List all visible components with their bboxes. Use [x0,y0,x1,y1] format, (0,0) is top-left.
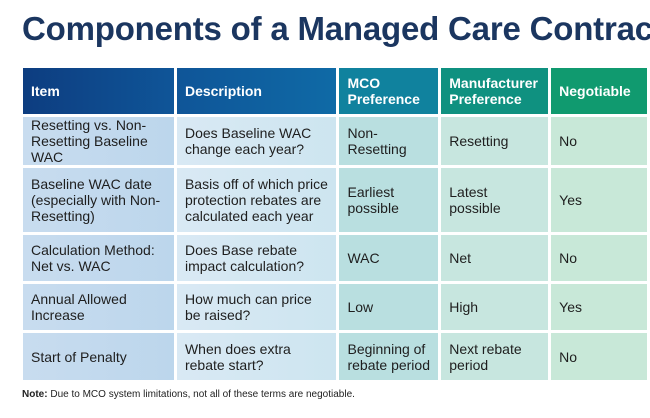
header-item: Item [23,68,174,114]
footnote-text: Due to MCO system limitations, not all o… [47,389,355,400]
cell-mco-preference: Non-Resetting [339,117,439,165]
cell-negotiable: No [551,333,647,380]
cell-mco-preference: Earliest possible [339,168,439,232]
cell-description: Does Base rebate impact calculation? [176,235,337,281]
contract-components-table: Item Description MCO Preference Manufact… [20,65,650,383]
table-row: Baseline WAC date (especially with Non-R… [23,168,647,232]
cell-mco-preference: Low [339,284,439,330]
cell-negotiable: Yes [551,168,647,232]
cell-manufacturer-preference: High [441,284,549,330]
cell-manufacturer-preference: Next rebate period [441,333,549,380]
cell-description: Basis off of which price protection reba… [176,168,337,232]
cell-item: Annual Allowed Increase [23,284,174,330]
table-row: Start of Penalty When does extra rebate … [23,333,647,380]
cell-description: When does extra rebate start? [176,333,337,380]
header-manufacturer-preference: Manufacturer Preference [441,68,549,114]
cell-description: How much can price be raised? [176,284,337,330]
cell-item: Calculation Method: Net vs. WAC [23,235,174,281]
header-mco-preference: MCO Preference [339,68,439,114]
cell-negotiable: No [551,235,647,281]
cell-item: Baseline WAC date (especially with Non-R… [23,168,174,232]
cell-item: Resetting vs. Non-Resetting Baseline WAC [23,117,174,165]
page-title: Components of a Managed Care Contract [22,10,650,47]
cell-mco-preference: WAC [339,235,439,281]
table-row: Annual Allowed Increase How much can pri… [23,284,647,330]
cell-manufacturer-preference: Net [441,235,549,281]
table-row: Calculation Method: Net vs. WAC Does Bas… [23,235,647,281]
footnote: Note: Due to MCO system limitations, not… [22,389,355,400]
footnote-label: Note: [22,389,48,400]
cell-item: Start of Penalty [23,333,174,380]
table-row: Resetting vs. Non-Resetting Baseline WAC… [23,117,647,165]
header-description: Description [176,68,337,114]
cell-manufacturer-preference: Resetting [441,117,549,165]
cell-manufacturer-preference: Latest possible [441,168,549,232]
cell-description: Does Baseline WAC change each year? [176,117,337,165]
cell-mco-preference: Beginning of rebate period [339,333,439,380]
header-negotiable: Negotiable [551,68,647,114]
table-header-row: Item Description MCO Preference Manufact… [23,68,647,114]
cell-negotiable: Yes [551,284,647,330]
cell-negotiable: No [551,117,647,165]
